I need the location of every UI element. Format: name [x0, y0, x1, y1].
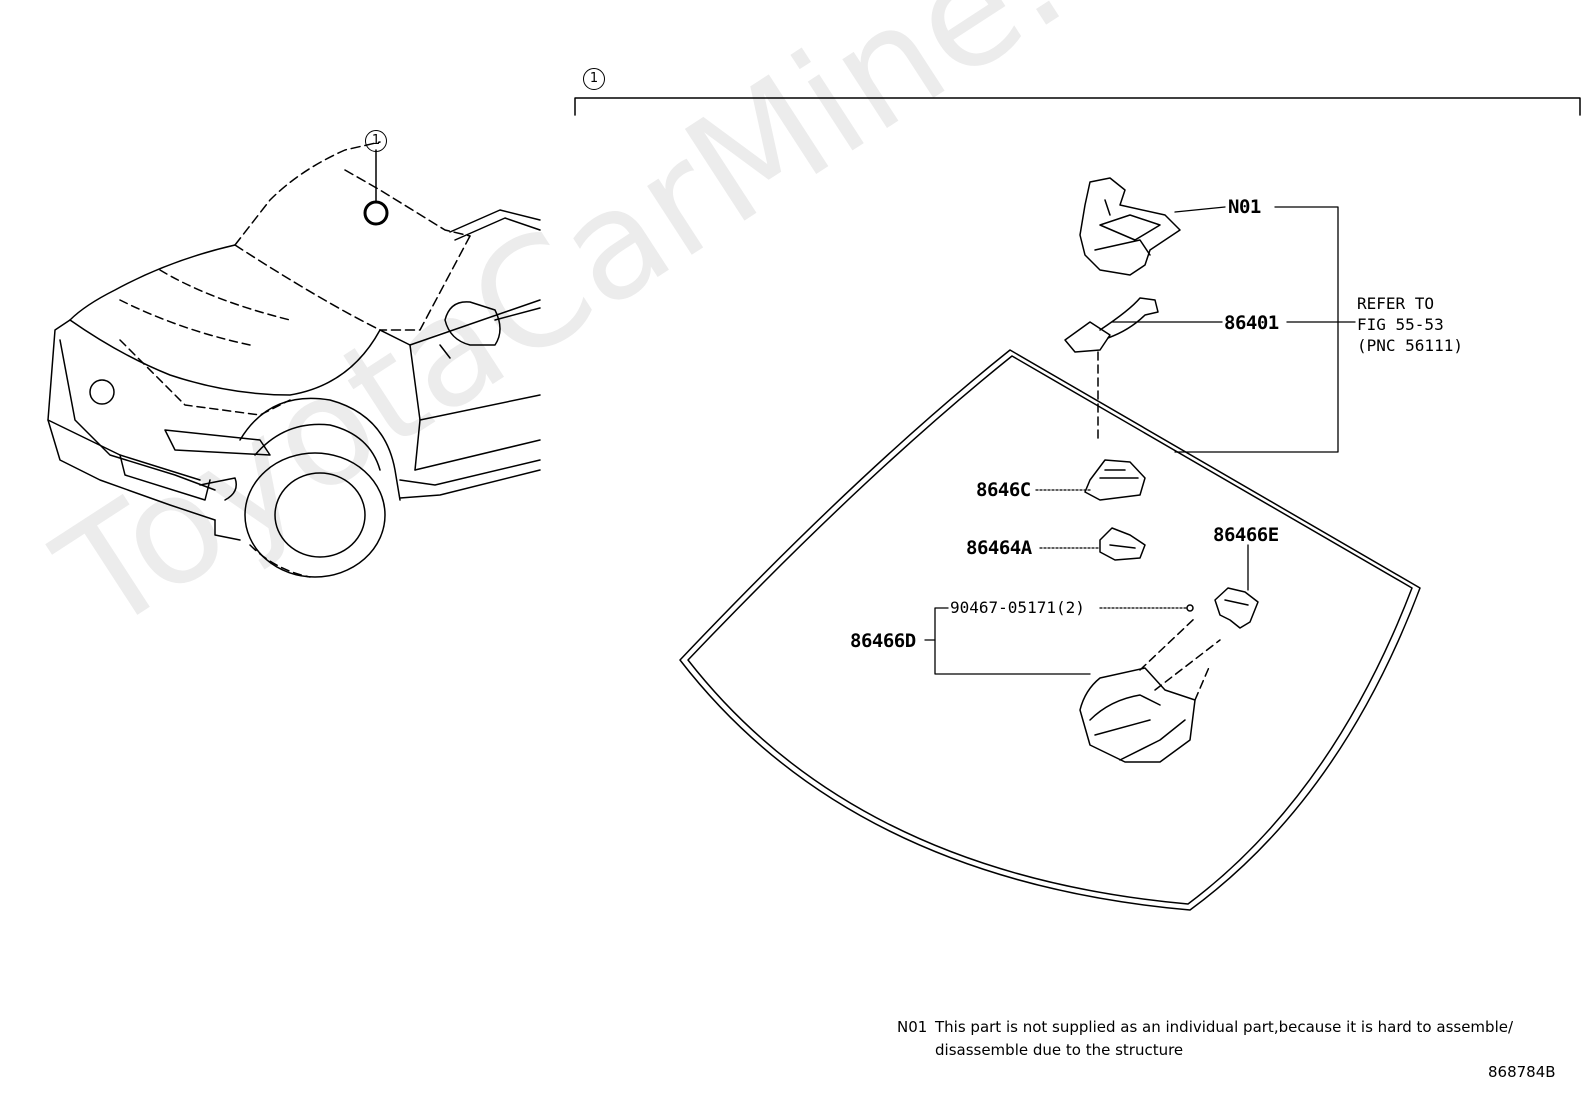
label-86466e[interactable]: 86466E: [1213, 524, 1279, 546]
vehicle-callout: 1: [365, 130, 387, 152]
part-86466d-drawing: [1079, 617, 1221, 763]
note-line-2: disassemble due to the structure: [935, 1041, 1184, 1059]
leader-lines: [924, 206, 1356, 675]
part-86464a-drawing: [1099, 527, 1146, 561]
part-86466e-drawing: [1214, 587, 1259, 629]
diagram-id: 868784B: [1488, 1063, 1556, 1081]
reference-line-1: REFER TO: [1357, 294, 1435, 313]
label-86466d[interactable]: 86466D: [850, 630, 916, 652]
reference-line-2: FIG 55-53: [1357, 315, 1444, 334]
windshield-glass: [679, 349, 1421, 911]
label-n01[interactable]: N01: [1228, 196, 1261, 218]
part-86401-drawing: [1064, 297, 1159, 441]
part-8646c-drawing: [1084, 459, 1146, 501]
label-90467[interactable]: 90467-05171(2): [950, 598, 1085, 617]
note-line-1: This part is not supplied as an individu…: [935, 1018, 1514, 1036]
part-n01-drawing: [1079, 177, 1181, 276]
vehicle-drawing: [47, 141, 541, 578]
note-code: N01: [897, 1018, 928, 1036]
reference-line-3: (PNC 56111): [1357, 336, 1463, 355]
label-86464a[interactable]: 86464A: [966, 537, 1032, 559]
part-90467-drawing: [1186, 604, 1194, 612]
label-86401[interactable]: 86401: [1224, 312, 1279, 334]
assembly-bracket: [574, 97, 1581, 116]
label-8646c[interactable]: 8646C: [976, 479, 1031, 501]
assembly-callout: 1: [583, 68, 605, 90]
reference-text: REFER TO FIG 55-53 (PNC 56111): [1357, 293, 1463, 356]
